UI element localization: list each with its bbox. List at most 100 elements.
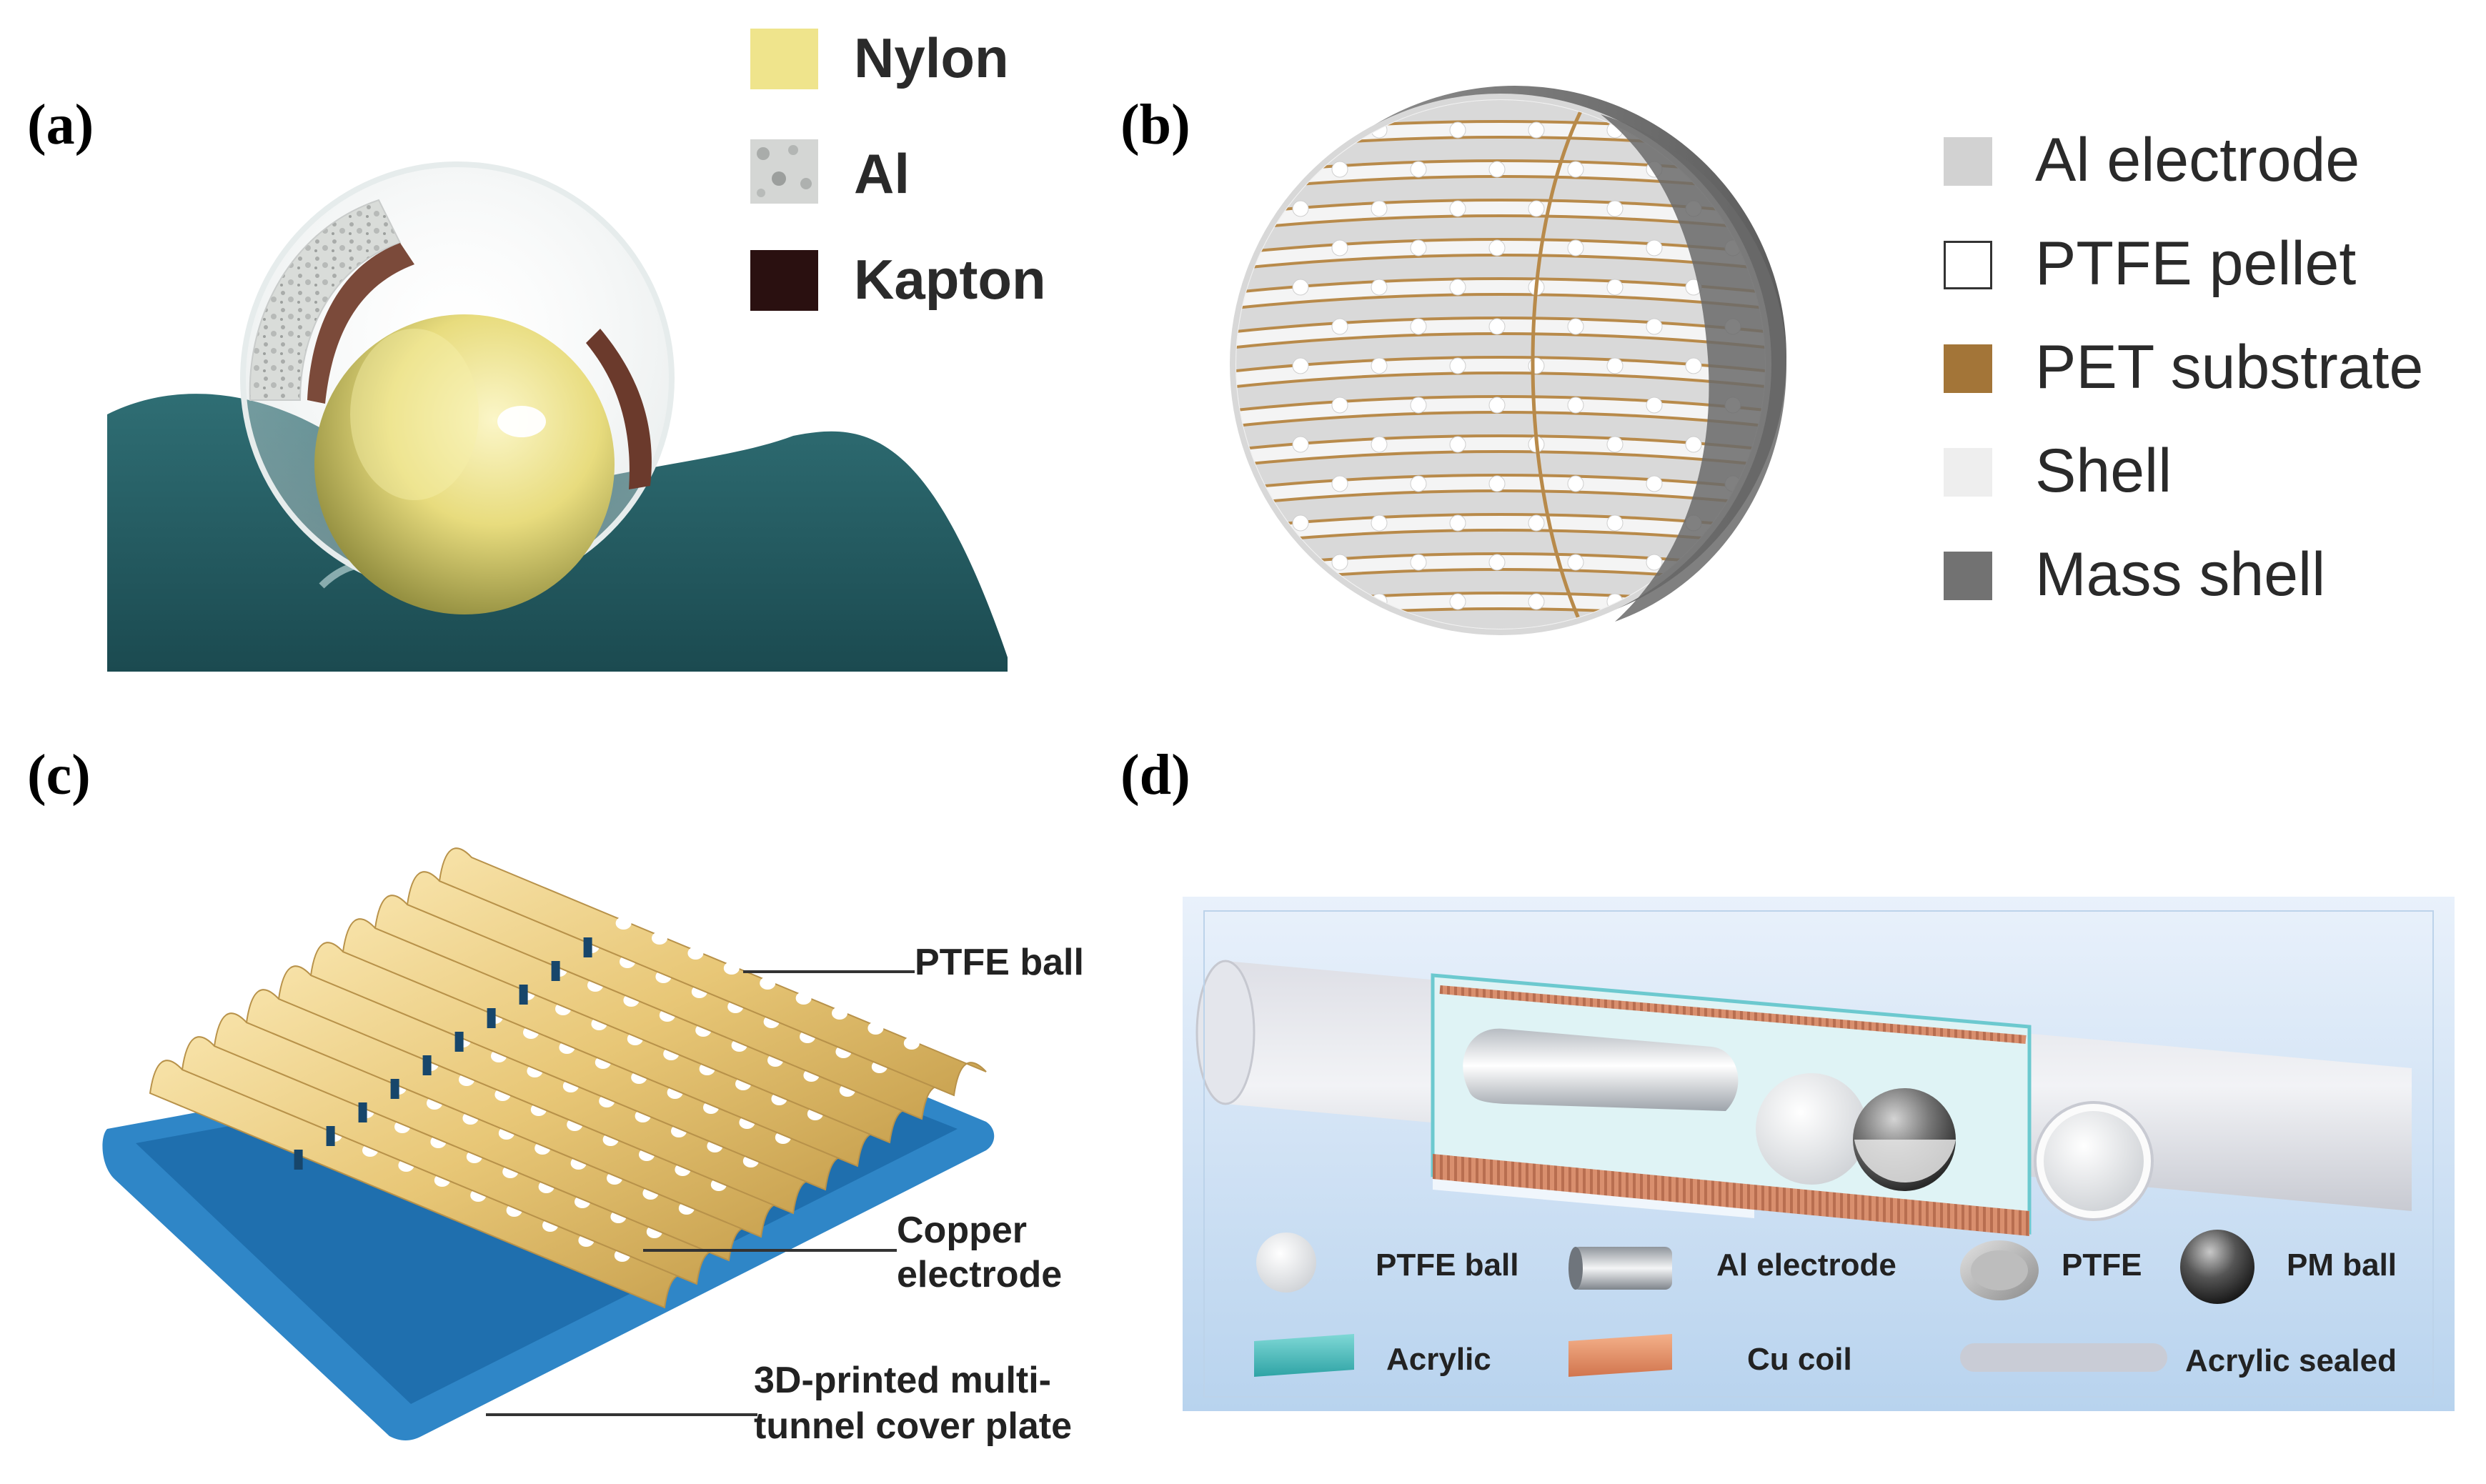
ptfe-ball	[687, 947, 704, 960]
electrode-slice	[1236, 199, 1765, 232]
tunnel-opening	[583, 937, 592, 957]
nylon-swatch	[750, 29, 818, 89]
legend-label-nylon: Nylon	[854, 26, 1009, 89]
ptfe-pellet	[1528, 200, 1545, 217]
label-plate-1-c: 3D-printed multi-	[754, 1360, 1051, 1401]
ptfe-pellet	[1567, 397, 1584, 414]
ptfe-ball	[760, 977, 776, 990]
ptfe-pellet	[1528, 357, 1545, 374]
ptfe-pellet	[1292, 200, 1309, 217]
ptfe-pellet	[1449, 357, 1466, 374]
ptfe-pellet	[1410, 475, 1427, 492]
ptfe-pellet-swatch	[1944, 241, 1992, 289]
ptfe-pellet	[1410, 239, 1427, 257]
ptfe-pellet	[1567, 554, 1584, 571]
ptfe-pellet	[1488, 161, 1506, 178]
acrylic-icon	[1254, 1334, 1354, 1377]
ptfe-pellet	[1371, 514, 1388, 532]
leader-line-ptfe	[743, 970, 915, 973]
ptfe-pellet	[1331, 161, 1348, 178]
ptfe-pellet	[1449, 593, 1466, 610]
legend-label-acrylic: Acrylic	[1386, 1342, 1491, 1377]
ptfe-pellet	[1292, 121, 1309, 139]
panel-c-illustration	[102, 847, 995, 1440]
ptfe-pellet	[1371, 200, 1388, 217]
ptfe-pellet	[1410, 161, 1427, 178]
ptfe-pellet	[1685, 121, 1702, 139]
ptfe-ball-icon	[1256, 1232, 1316, 1293]
tunnel-opening	[358, 1102, 367, 1122]
ptfe-pellet	[1449, 121, 1466, 139]
ptfe-pellet	[1449, 200, 1466, 217]
electrode-slice	[1236, 513, 1765, 547]
legend-label-cu-coil: Cu coil	[1747, 1342, 1852, 1377]
ptfe-pellet	[1488, 239, 1506, 257]
ptfe-pellet	[1331, 397, 1348, 414]
ptfe-pellet	[1724, 554, 1741, 571]
panel-letter-b: (b)	[1120, 94, 1190, 156]
legend-label-shell: Shell	[2035, 437, 2172, 505]
al-swatch	[750, 139, 818, 204]
ptfe-pellet	[1567, 475, 1584, 492]
legend-label-ptfe: PTFE	[2062, 1248, 2142, 1283]
ptfe-pellet	[1371, 357, 1388, 374]
panel-d-illustration	[1183, 897, 2455, 1411]
ptfe-pellet	[1292, 593, 1309, 610]
ptfe-pellet	[1528, 514, 1545, 532]
panel-letter-d: (d)	[1120, 744, 1190, 807]
ptfe-pellet	[1685, 357, 1702, 374]
kapton-swatch	[750, 250, 818, 311]
acrylic-sealed-icon	[1960, 1343, 2167, 1372]
tunnel-opening	[326, 1126, 335, 1146]
ptfe-pellet	[1292, 357, 1309, 374]
pet-substrate-swatch	[1944, 344, 1992, 393]
legend-label-al: Al	[854, 142, 910, 205]
ptfe-pellet	[1410, 397, 1427, 414]
leader-line-copper	[643, 1249, 897, 1252]
electrode-slice	[1236, 356, 1765, 389]
leader-line-plate	[486, 1413, 757, 1416]
ptfe-pellet	[1646, 239, 1663, 257]
ptfe-pellet	[1449, 514, 1466, 532]
ptfe-pellet	[1331, 475, 1348, 492]
ptfe-pellet	[1567, 161, 1584, 178]
ptfe-pellet	[1646, 318, 1663, 335]
ptfe-ball	[723, 962, 740, 975]
ptfe-ball	[867, 1022, 884, 1035]
ptfe-pellet	[1410, 318, 1427, 335]
ptfe-pellet	[1331, 239, 1348, 257]
ptfe-pellet	[1488, 475, 1506, 492]
ptfe-pellet	[1685, 436, 1702, 453]
ptfe-pellet	[1292, 514, 1309, 532]
ptfe-ball	[652, 932, 667, 945]
legend-label-kapton: Kapton	[854, 248, 1046, 311]
ptfe-pellet	[1410, 554, 1427, 571]
legend-label-ptfe-pellet: PTFE pellet	[2035, 229, 2357, 298]
cu-coil-icon	[1568, 1334, 1672, 1377]
electrode-slice	[1236, 434, 1765, 468]
tunnel-opening	[454, 1032, 464, 1052]
legend-label-acrylic-sealed: Acrylic sealed	[2185, 1343, 2397, 1378]
label-plate-2-c: tunnel cover plate	[754, 1405, 1072, 1447]
ptfe-pellet	[1292, 436, 1309, 453]
ptfe-ball	[795, 992, 812, 1005]
ptfe-pellet	[1371, 436, 1388, 453]
label-ptfe-ball-c: PTFE ball	[915, 942, 1084, 983]
tunnel-opening	[487, 1008, 496, 1028]
ptfe-pellet	[1488, 318, 1506, 335]
ptfe-pellet	[1606, 200, 1624, 217]
ptfe-pellet	[1606, 514, 1624, 532]
panel-letter-a: (a)	[27, 94, 94, 156]
ptfe-pellet	[1331, 318, 1348, 335]
legend-label-pm-ball: PM ball	[2287, 1248, 2397, 1283]
al-electrode-icon	[1568, 1247, 1672, 1290]
tunnel-opening	[422, 1055, 432, 1075]
label-copper-c: Copper	[897, 1210, 1027, 1251]
ptfe-pellet	[1488, 554, 1506, 571]
tunnel-opening	[519, 985, 528, 1005]
ptfe-pellet	[1646, 475, 1663, 492]
ptfe-pellet	[1488, 397, 1506, 414]
copper-electrode-ridge	[438, 847, 987, 1097]
ptfe-pellet	[1567, 239, 1584, 257]
legend-label-pet-substrate: PET substrate	[2035, 333, 2424, 402]
